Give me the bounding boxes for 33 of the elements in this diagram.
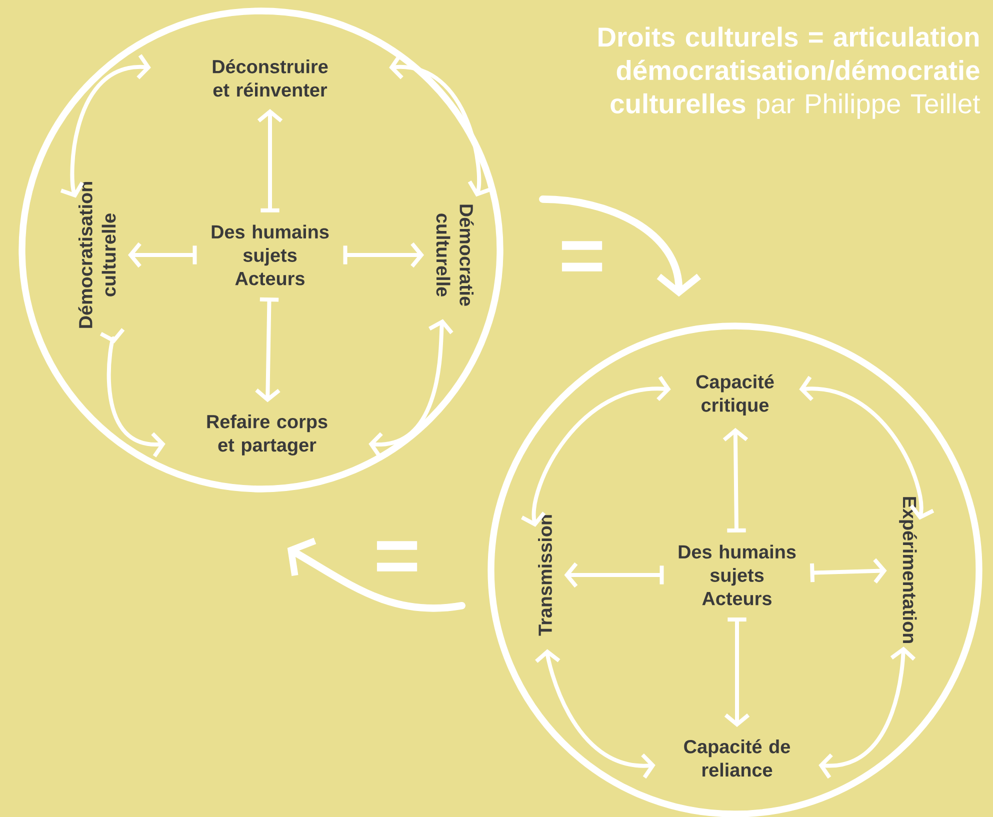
circle-outline [18,8,504,492]
node-label: Capacité de reliance [684,739,790,777]
arrow [100,328,166,458]
arrow [722,428,748,533]
arrow [539,196,701,297]
arrow [128,242,197,268]
arrow [799,376,934,520]
node-label: Transmission [538,515,552,636]
arrow [564,562,664,588]
arrow [343,242,424,268]
circle-outline [488,322,982,817]
node-label: Expérimentation [899,497,917,643]
arrow [818,646,916,779]
node-label: Déconstruire et réinventer [212,59,328,97]
node-label: Capacité critique [696,374,774,416]
arrow [535,649,656,779]
edge-label: = [376,541,418,572]
arrow [810,558,887,584]
arrow [368,319,454,458]
node-label: Démocratie culturelle [436,204,474,306]
arrow [257,108,283,212]
arrow [255,297,280,402]
node-label: Refaire corps et partager [207,414,328,456]
arrow [60,54,151,198]
arrow [389,54,492,197]
node-label: Des humains sujets Acteurs [678,544,796,606]
arrow [520,376,671,527]
node-label: Des humains sujets Acteurs [212,224,329,286]
node-label: Démocratisation culturelle [78,182,116,328]
arrow [724,618,750,728]
arrow [287,538,466,612]
title: Droits culturels = articulation démocratisation/démocratie culturelles par Philippe Teillet [598,26,980,119]
edge-label: = [562,241,602,272]
